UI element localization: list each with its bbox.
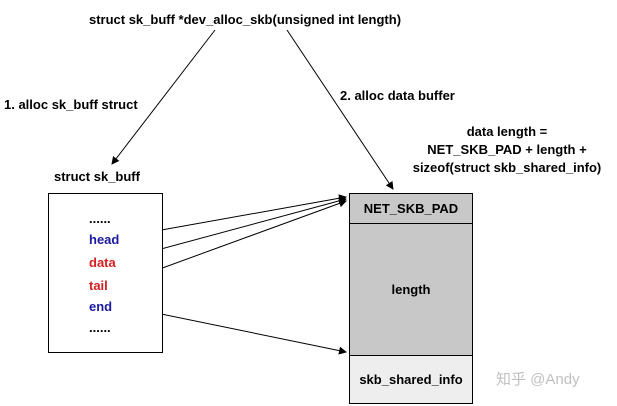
- field-tail: tail: [89, 278, 108, 293]
- sk-buff-box: [48, 193, 163, 353]
- data-length-line-1: data length =: [466, 124, 548, 139]
- field-head: head: [89, 232, 120, 247]
- data-buffer: NET_SKB_PAD length skb_shared_info: [349, 193, 473, 404]
- function-signature: struct sk_buff *dev_alloc_skb(unsigned i…: [88, 12, 402, 27]
- pointer-end: [126, 306, 347, 355]
- sk-buff-label: struct sk_buff: [54, 169, 140, 184]
- data-length-line-2: NET_SKB_PAD + length +: [427, 142, 587, 157]
- pointer-head: [127, 194, 347, 237]
- step-alloc-buffer-label: 2. alloc data buffer: [340, 88, 455, 103]
- field-end: end: [89, 299, 113, 314]
- field-ellipsis-bottom: ......: [89, 320, 111, 335]
- field-data: data: [89, 255, 116, 270]
- watermark: 知乎 @Andy: [496, 371, 580, 388]
- arrow-alloc-buffer: [286, 29, 394, 190]
- arrow-alloc-struct: [111, 29, 216, 165]
- buffer-shared-info: skb_shared_info: [350, 356, 472, 403]
- buffer-length: length: [350, 224, 472, 356]
- buffer-net-skb-pad: NET_SKB_PAD: [350, 194, 472, 224]
- data-length-line-3: sizeof(struct skb_shared_info): [412, 160, 602, 175]
- data-length-formula: data length = NET_SKB_PAD + length + siz…: [398, 123, 616, 177]
- field-ellipsis-top: ......: [89, 211, 111, 226]
- step-alloc-struct-label: 1. alloc sk_buff struct: [4, 97, 138, 112]
